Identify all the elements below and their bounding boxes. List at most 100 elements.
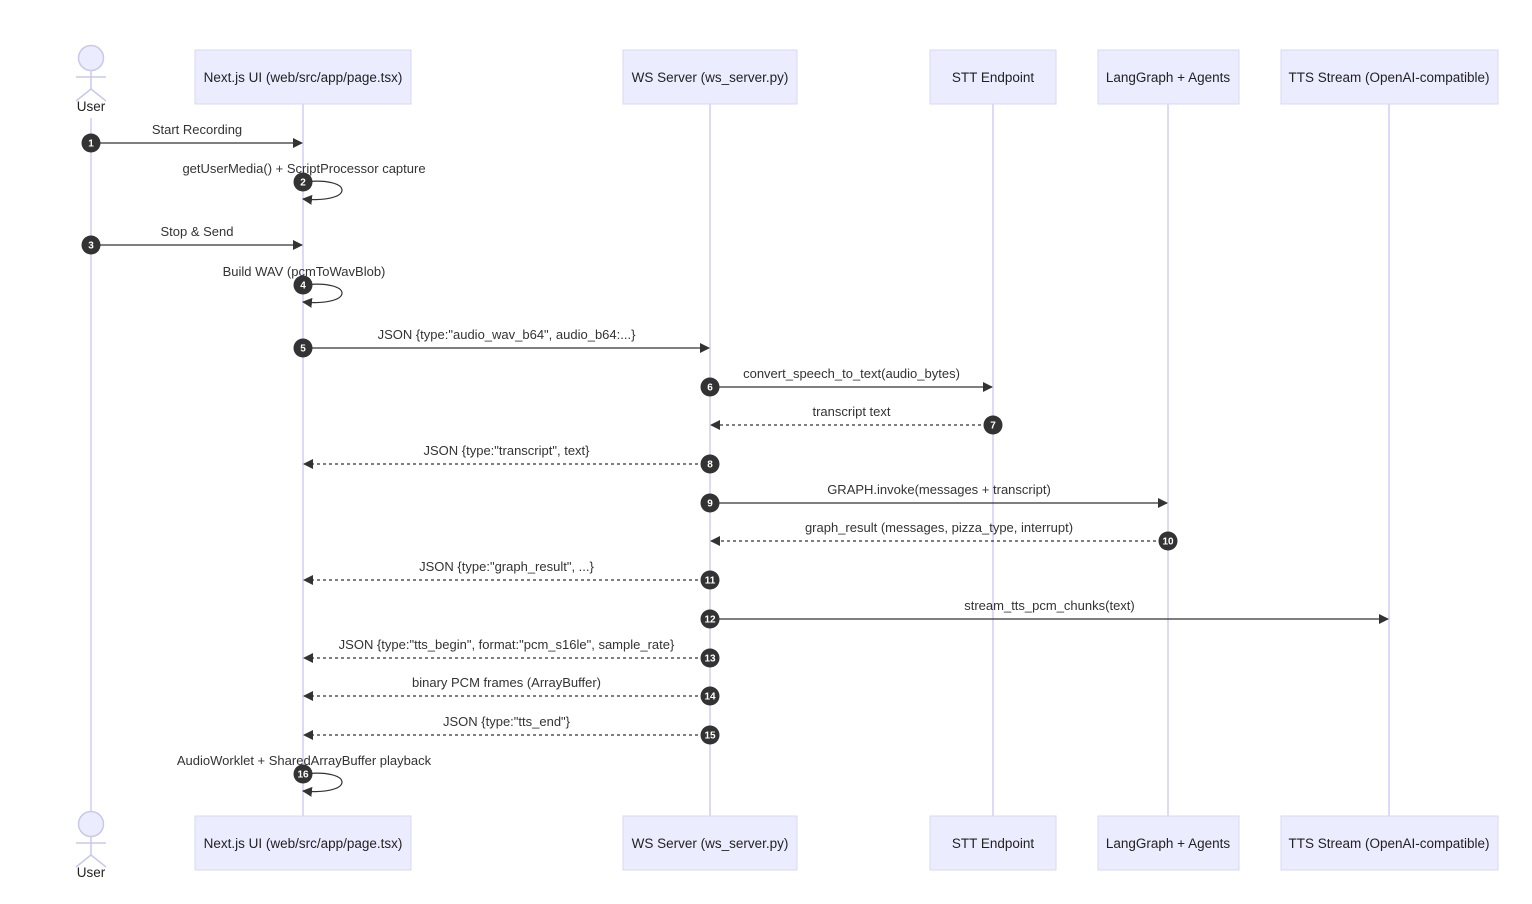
- message-13: JSON {type:"tts_begin", format:"pcm_s16l…: [303, 637, 720, 668]
- participant-stt-top: STT Endpoint: [929, 49, 1057, 105]
- actor-label: User: [77, 99, 106, 114]
- participant-label: WS Server (ws_server.py): [632, 70, 789, 85]
- participant-box: [929, 815, 1057, 871]
- sequence-number-badge: [700, 493, 720, 513]
- message-label: AudioWorklet + SharedArrayBuffer playbac…: [177, 753, 432, 768]
- sequence-number-badge: [700, 377, 720, 397]
- participant-box: [1097, 49, 1240, 105]
- message-label: convert_speech_to_text(audio_bytes): [743, 366, 960, 381]
- message-1: Start Recording 1: [81, 122, 303, 153]
- message-label: graph_result (messages, pizza_type, inte…: [805, 520, 1073, 535]
- sequence-number: 1: [88, 139, 94, 150]
- participant-box: [194, 815, 412, 871]
- actor-head-icon: [77, 44, 105, 72]
- sequence-number: 3: [88, 241, 94, 252]
- actor-leg-left: [75, 88, 92, 102]
- message-label: GRAPH.invoke(messages + transcript): [827, 482, 1051, 497]
- actor-head-icon: [77, 810, 105, 838]
- participant-ws-top: WS Server (ws_server.py): [622, 49, 798, 105]
- sequence-number: 8: [707, 460, 713, 471]
- sequence-number: 6: [707, 383, 713, 394]
- sequence-number: 5: [300, 344, 306, 355]
- message-label: Start Recording: [152, 122, 242, 137]
- message-label: transcript text: [812, 404, 890, 419]
- participant-label: LangGraph + Agents: [1106, 70, 1230, 85]
- message-14: binary PCM frames (ArrayBuffer)14: [303, 675, 720, 706]
- message-4: Build WAV (pcmToWavBlob) 4: [223, 264, 386, 308]
- actor-label: User: [77, 865, 106, 880]
- message-label: Build WAV (pcmToWavBlob): [223, 264, 386, 279]
- message-15: JSON {type:"tts_end"} 15: [303, 714, 720, 745]
- sequence-number: 4: [300, 281, 306, 292]
- participant-label: STT Endpoint: [952, 836, 1035, 851]
- sequence-number: 14: [704, 692, 716, 703]
- actor-leg-right: [90, 88, 107, 102]
- participant-box: [929, 49, 1057, 105]
- sequence-number-badge: [81, 133, 101, 153]
- participant-box: [1280, 49, 1499, 105]
- sequence-number-badge: [1158, 531, 1178, 551]
- message-loop-arrow: [302, 283, 343, 308]
- participant-label: WS Server (ws_server.py): [632, 836, 789, 851]
- sequence-number-badge: [293, 172, 313, 192]
- sequence-number-badge: [700, 686, 720, 706]
- message-label: stream_tts_pcm_chunks(text): [964, 598, 1135, 613]
- message-label: JSON {type:"tts_end"}: [443, 714, 571, 729]
- participant-ui-top: Next.js UI (web/src/app/page.tsx): [194, 49, 412, 105]
- participant-label: Next.js UI (web/src/app/page.tsx): [204, 70, 403, 85]
- participant-label: Next.js UI (web/src/app/page.tsx): [204, 836, 403, 851]
- sequence-number-badge: [700, 609, 720, 629]
- participant-tts-top: TTS Stream (OpenAI-compatible): [1280, 49, 1499, 105]
- actor-user-bottom: User: [75, 810, 107, 880]
- participant-label: TTS Stream (OpenAI-compatible): [1288, 70, 1489, 85]
- message-6: convert_speech_to_text(audio_bytes) 6: [700, 366, 993, 397]
- message-3: Stop & Send 3: [81, 224, 303, 255]
- message-loop-arrow: [302, 180, 343, 205]
- sequence-number-badge: [293, 275, 313, 295]
- message-label: Stop & Send: [161, 224, 234, 239]
- message-8: JSON {type:"transcript", text} 8: [303, 443, 720, 474]
- sequence-number-badge: [81, 235, 101, 255]
- participant-label: TTS Stream (OpenAI-compatible): [1288, 836, 1489, 851]
- participant-graph-top: LangGraph + Agents: [1097, 49, 1240, 105]
- sequence-number: 10: [1162, 537, 1174, 548]
- message-10: graph_result (messages, pizza_type, inte…: [710, 520, 1178, 551]
- actor-leg-left: [75, 854, 92, 868]
- actor-user-top: User: [75, 44, 107, 114]
- participant-box: [194, 49, 412, 105]
- sequence-number: 12: [704, 615, 716, 626]
- message-12: stream_tts_pcm_chunks(text) 12: [700, 598, 1389, 629]
- participant-box: [622, 815, 798, 871]
- sequence-number-badge: [700, 454, 720, 474]
- sequence-number-badge: [700, 725, 720, 745]
- message-label: JSON {type:"audio_wav_b64", audio_b64:..…: [378, 327, 637, 342]
- message-label: JSON {type:"transcript", text}: [423, 443, 590, 458]
- participant-graph-bottom: LangGraph + Agents: [1097, 815, 1240, 871]
- participant-box: [622, 49, 798, 105]
- sequence-number-badge: [983, 415, 1003, 435]
- sequence-number: 9: [707, 499, 713, 510]
- message-9: GRAPH.invoke(messages + transcript) 9: [700, 482, 1168, 513]
- message-label: getUserMedia() + ScriptProcessor capture: [182, 161, 425, 176]
- sequence-number: 2: [300, 178, 306, 189]
- participant-ws-bottom: WS Server (ws_server.py): [622, 815, 798, 871]
- message-label: JSON {type:"tts_begin", format:"pcm_s16l…: [339, 637, 675, 652]
- sequence-number-badge: [700, 570, 720, 590]
- sequence-number: 13: [704, 654, 716, 665]
- participant-label: STT Endpoint: [952, 70, 1035, 85]
- actor-leg-right: [90, 854, 107, 868]
- message-11: JSON {type:"graph_result", ...} 11: [303, 559, 720, 590]
- message-2: getUserMedia() + ScriptProcessor capture…: [182, 161, 426, 205]
- message-label: JSON {type:"graph_result", ...}: [419, 559, 594, 574]
- sequence-number: 11: [705, 576, 716, 587]
- participant-box: [1280, 815, 1499, 871]
- participant-label: LangGraph + Agents: [1106, 836, 1230, 851]
- sequence-number-badge: [293, 338, 313, 358]
- message-loop-arrow: [302, 772, 343, 797]
- sequence-number: 16: [297, 770, 309, 781]
- participant-ui-bottom: Next.js UI (web/src/app/page.tsx): [194, 815, 412, 871]
- sequence-number: 15: [704, 731, 716, 742]
- participant-stt-bottom: STT Endpoint: [929, 815, 1057, 871]
